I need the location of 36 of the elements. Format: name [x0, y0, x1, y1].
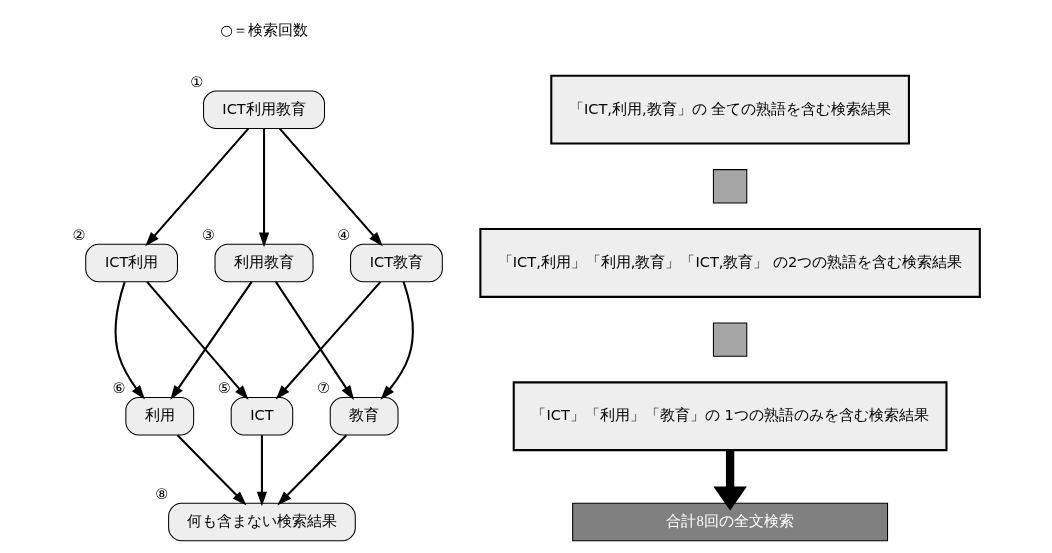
node-box: 利用 — [125, 396, 195, 436]
arrow — [258, 128, 270, 248]
node-box: 利用教育 — [214, 243, 314, 283]
arrow — [275, 281, 382, 400]
arrow — [170, 281, 253, 400]
node-label: ④ — [337, 226, 351, 244]
node-plus — [712, 169, 748, 204]
arrow — [275, 281, 354, 400]
arrow — [380, 281, 414, 400]
arrow — [146, 281, 249, 400]
node-box: 合計8回の全文検索 — [572, 502, 889, 542]
label: ○＝検索回数 — [220, 20, 308, 38]
arrow — [176, 434, 247, 506]
node-box: 「ICT」「利用」「教育」の 1つの熟語のみを含む検索結果 — [512, 381, 948, 452]
node-box: ICT利用教育 — [203, 90, 325, 129]
node-label: ① — [190, 72, 204, 90]
node-plus — [712, 322, 748, 357]
node-label: ⑥ — [112, 379, 126, 397]
node-label: ③ — [201, 226, 215, 244]
node-box: ICT教育 — [350, 243, 443, 283]
arrow — [256, 435, 268, 507]
arrow — [277, 434, 348, 506]
node-box: ICT — [230, 396, 294, 436]
node-box: 「ICT,利用,教育」の 全ての熟語を含む検索結果 — [550, 74, 910, 145]
arrow — [713, 450, 747, 511]
node-box: 教育 — [329, 396, 399, 436]
node-box: 「ICT,利用」「利用,教育」「ICT,教育」 の2つの熟語を含む検索結果 — [479, 228, 981, 298]
node-label: ⑤ — [217, 379, 231, 397]
node-box: ICT利用 — [85, 243, 178, 283]
arrow — [114, 281, 145, 400]
node-box: 何も含まない検索結果 — [168, 502, 356, 542]
node-label: ⑧ — [155, 485, 169, 503]
arrow — [278, 127, 383, 247]
arrow — [145, 127, 250, 247]
node-label: ② — [72, 226, 86, 244]
node-label: ⑦ — [316, 379, 330, 397]
